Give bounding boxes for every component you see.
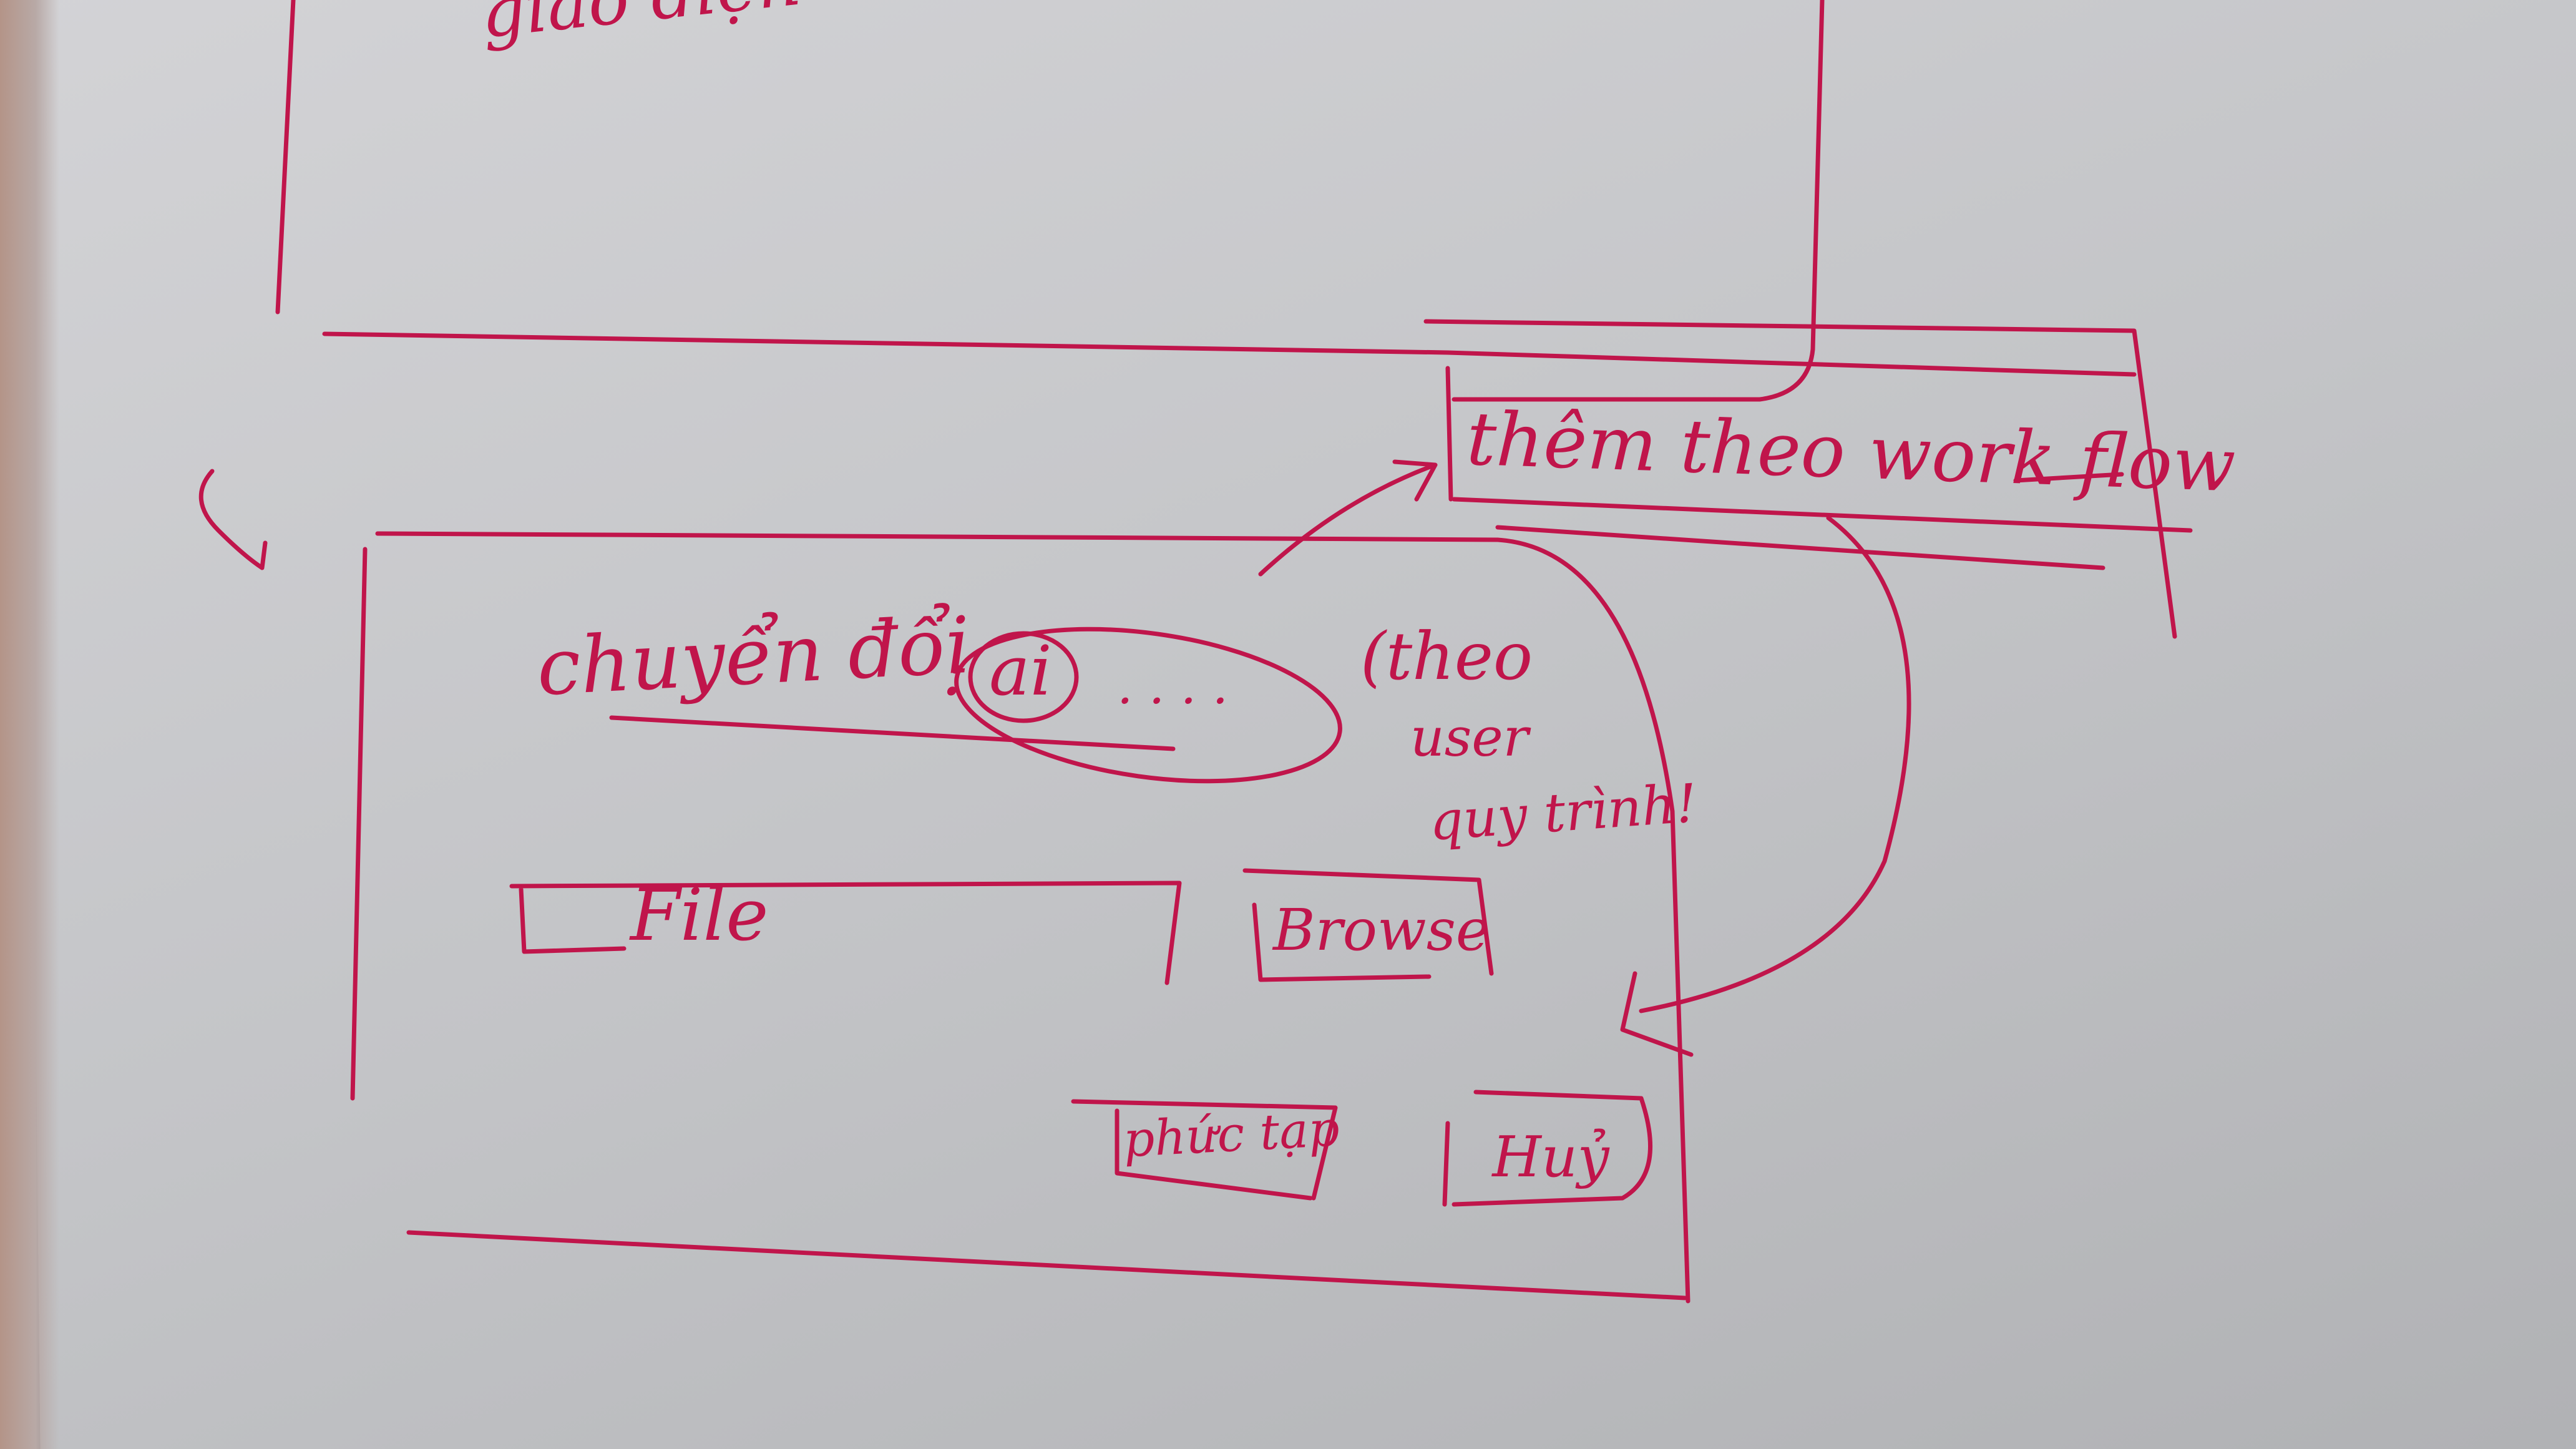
dialog-frame [350, 531, 1690, 1304]
file-input-outline [509, 881, 1182, 985]
cancel-button[interactable]: Huỷ [1492, 1125, 1609, 1190]
curl-arrow-icon [198, 469, 268, 570]
convert-underline [609, 715, 1176, 751]
file-input[interactable]: File [630, 874, 769, 957]
workflow-box-outline [1423, 319, 2193, 639]
options-ellipse [954, 627, 1342, 784]
convert-placeholder[interactable]: . . . . [1117, 657, 1229, 715]
browse-button-outline [1242, 868, 1494, 982]
arrow-to-workflow [1258, 459, 1438, 577]
user-note-line2: user [1410, 707, 1529, 769]
workflow-strike [2013, 472, 2124, 483]
user-note-line1: (theo [1360, 618, 1533, 695]
convert-label: chuyển đổi [534, 600, 973, 714]
cancel-button-outline [1442, 1090, 1653, 1207]
top-window-frame [275, 0, 1825, 402]
separator-line [322, 331, 2137, 377]
advanced-button-outline [1071, 1099, 1338, 1201]
convert-separator: : [942, 631, 966, 711]
convert-option-ai[interactable]: ai [989, 631, 1052, 711]
arrow-from-workflow [1620, 515, 1911, 1057]
paper-edge [0, 0, 59, 1449]
advanced-button[interactable]: phức tạp [1121, 1101, 1341, 1169]
browse-button[interactable]: Browse [1273, 897, 1490, 964]
